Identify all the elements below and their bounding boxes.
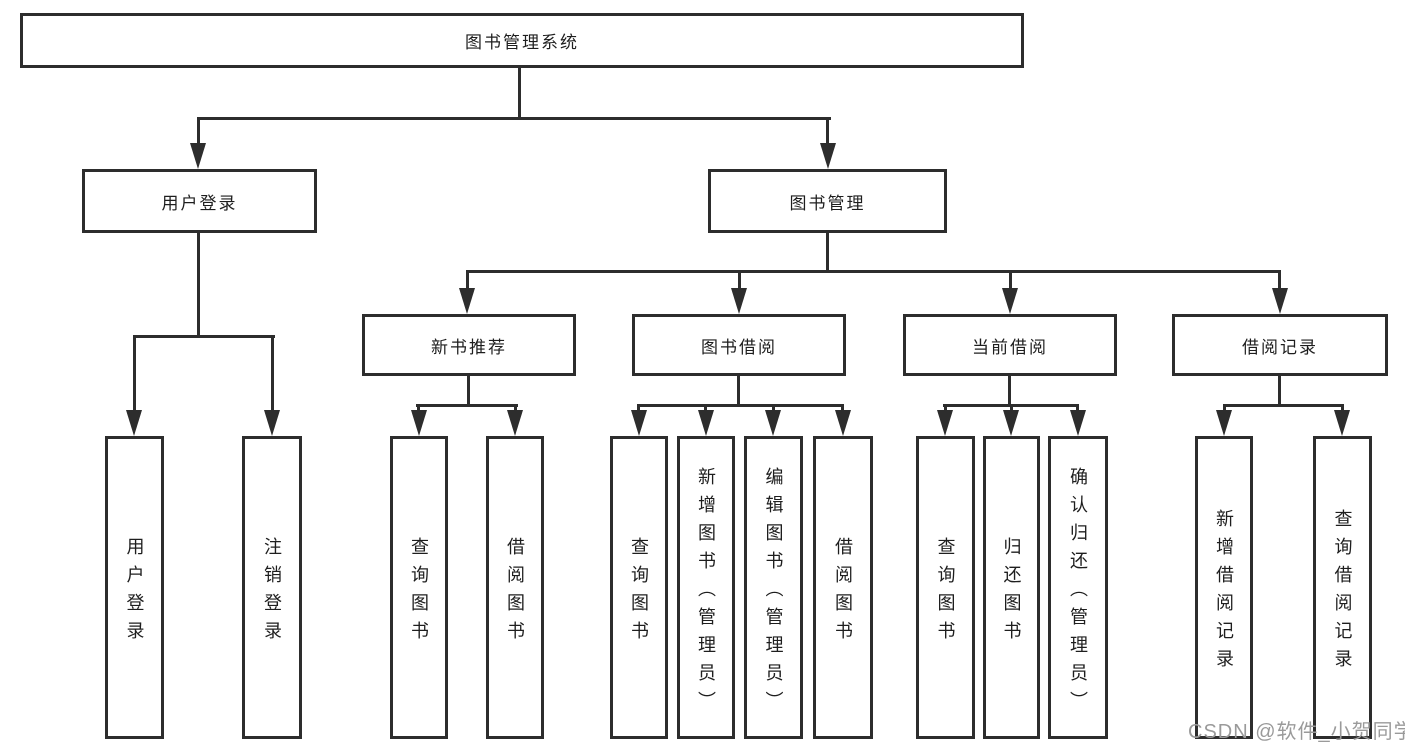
arrow-down-icon (459, 288, 475, 314)
node-book-borrowing: 图书借阅 (632, 314, 846, 376)
arrow-down-icon (631, 410, 647, 436)
arrow-down-icon (190, 143, 206, 169)
leaf-query-borrow-record: 查询借阅记录 (1313, 436, 1372, 739)
leaf-query-books-current: 查询图书 (916, 436, 975, 739)
arrow-down-icon (1272, 288, 1288, 314)
connector-line (197, 117, 831, 120)
connector-line (197, 233, 200, 338)
connector-line (416, 404, 518, 407)
leaf-borrow-books-borrowing: 借阅图书 (813, 436, 873, 739)
connector-line (133, 335, 136, 412)
node-label: 借阅图书 (505, 536, 525, 649)
arrow-down-icon (698, 410, 714, 436)
leaf-query-books-borrowing: 查询图书 (610, 436, 668, 739)
node-label: 查询借阅记录 (1332, 508, 1353, 677)
leaf-user-login: 用户登录 (105, 436, 164, 739)
connector-line (737, 376, 740, 407)
arrow-down-icon (1334, 410, 1350, 436)
connector-line (271, 335, 274, 412)
node-library-management-system: 图书管理系统 (20, 13, 1024, 68)
node-label: 用户登录 (161, 193, 238, 213)
connector-line (466, 270, 1281, 273)
arrow-down-icon (1003, 410, 1019, 436)
node-label: 新增图书（管理员） (696, 466, 716, 719)
node-label: 图书管理 (789, 193, 866, 213)
node-label: 查询图书 (629, 536, 649, 649)
node-label: 注销登录 (262, 536, 282, 649)
node-label: 编辑图书（管理员） (763, 466, 784, 719)
connector-line (197, 117, 200, 147)
node-label: 新增借阅记录 (1214, 508, 1234, 677)
connector-line (1009, 270, 1012, 292)
node-label: 当前借阅 (972, 337, 1048, 357)
leaf-borrow-books-recommend: 借阅图书 (486, 436, 544, 739)
connector-line (518, 68, 521, 120)
node-label: 查询图书 (935, 536, 956, 649)
connector-line (826, 233, 829, 273)
leaf-confirm-return-admin: 确认归还（管理员） (1048, 436, 1108, 739)
node-label: 借阅记录 (1242, 337, 1318, 357)
connector-line (466, 270, 469, 292)
leaf-edit-books-admin: 编辑图书（管理员） (744, 436, 803, 739)
node-label: 归还图书 (1001, 536, 1022, 649)
leaf-add-borrow-record: 新增借阅记录 (1195, 436, 1253, 739)
arrow-down-icon (411, 410, 427, 436)
arrow-down-icon (264, 410, 280, 436)
arrow-down-icon (765, 410, 781, 436)
arrow-down-icon (126, 410, 142, 436)
connector-line (1278, 376, 1281, 407)
csdn-watermark: CSDN @软件_小贺同学 (1188, 721, 1405, 743)
node-user-login: 用户登录 (82, 169, 317, 233)
node-current-borrowing: 当前借阅 (903, 314, 1117, 376)
node-borrowing-records: 借阅记录 (1172, 314, 1388, 376)
arrow-down-icon (1070, 410, 1086, 436)
node-label: 图书管理系统 (465, 33, 579, 52)
leaf-return-books: 归还图书 (983, 436, 1040, 739)
arrow-down-icon (507, 410, 523, 436)
arrow-down-icon (835, 410, 851, 436)
node-book-management: 图书管理 (708, 169, 947, 233)
arrow-down-icon (1002, 288, 1018, 314)
leaf-logout: 注销登录 (242, 436, 302, 739)
arrow-down-icon (1216, 410, 1232, 436)
connector-line (738, 270, 741, 292)
connector-line (1008, 376, 1011, 407)
node-new-book-recommend: 新书推荐 (362, 314, 576, 376)
leaf-add-books-admin: 新增图书（管理员） (677, 436, 735, 739)
node-label: 图书借阅 (701, 337, 777, 357)
leaf-query-books-recommend: 查询图书 (390, 436, 448, 739)
node-label: 查询图书 (409, 536, 429, 649)
node-label: 新书推荐 (431, 337, 507, 357)
node-label: 借阅图书 (833, 536, 853, 649)
node-label: 用户登录 (124, 536, 145, 649)
arrow-down-icon (937, 410, 953, 436)
connector-line (637, 404, 843, 407)
node-label: 确认归还（管理员） (1068, 466, 1088, 719)
connector-line (1278, 270, 1281, 292)
connector-line (133, 335, 275, 338)
arrow-down-icon (731, 288, 747, 314)
connector-line (1223, 404, 1343, 407)
connector-line (467, 376, 470, 407)
connector-line (826, 117, 829, 147)
arrow-down-icon (820, 143, 836, 169)
